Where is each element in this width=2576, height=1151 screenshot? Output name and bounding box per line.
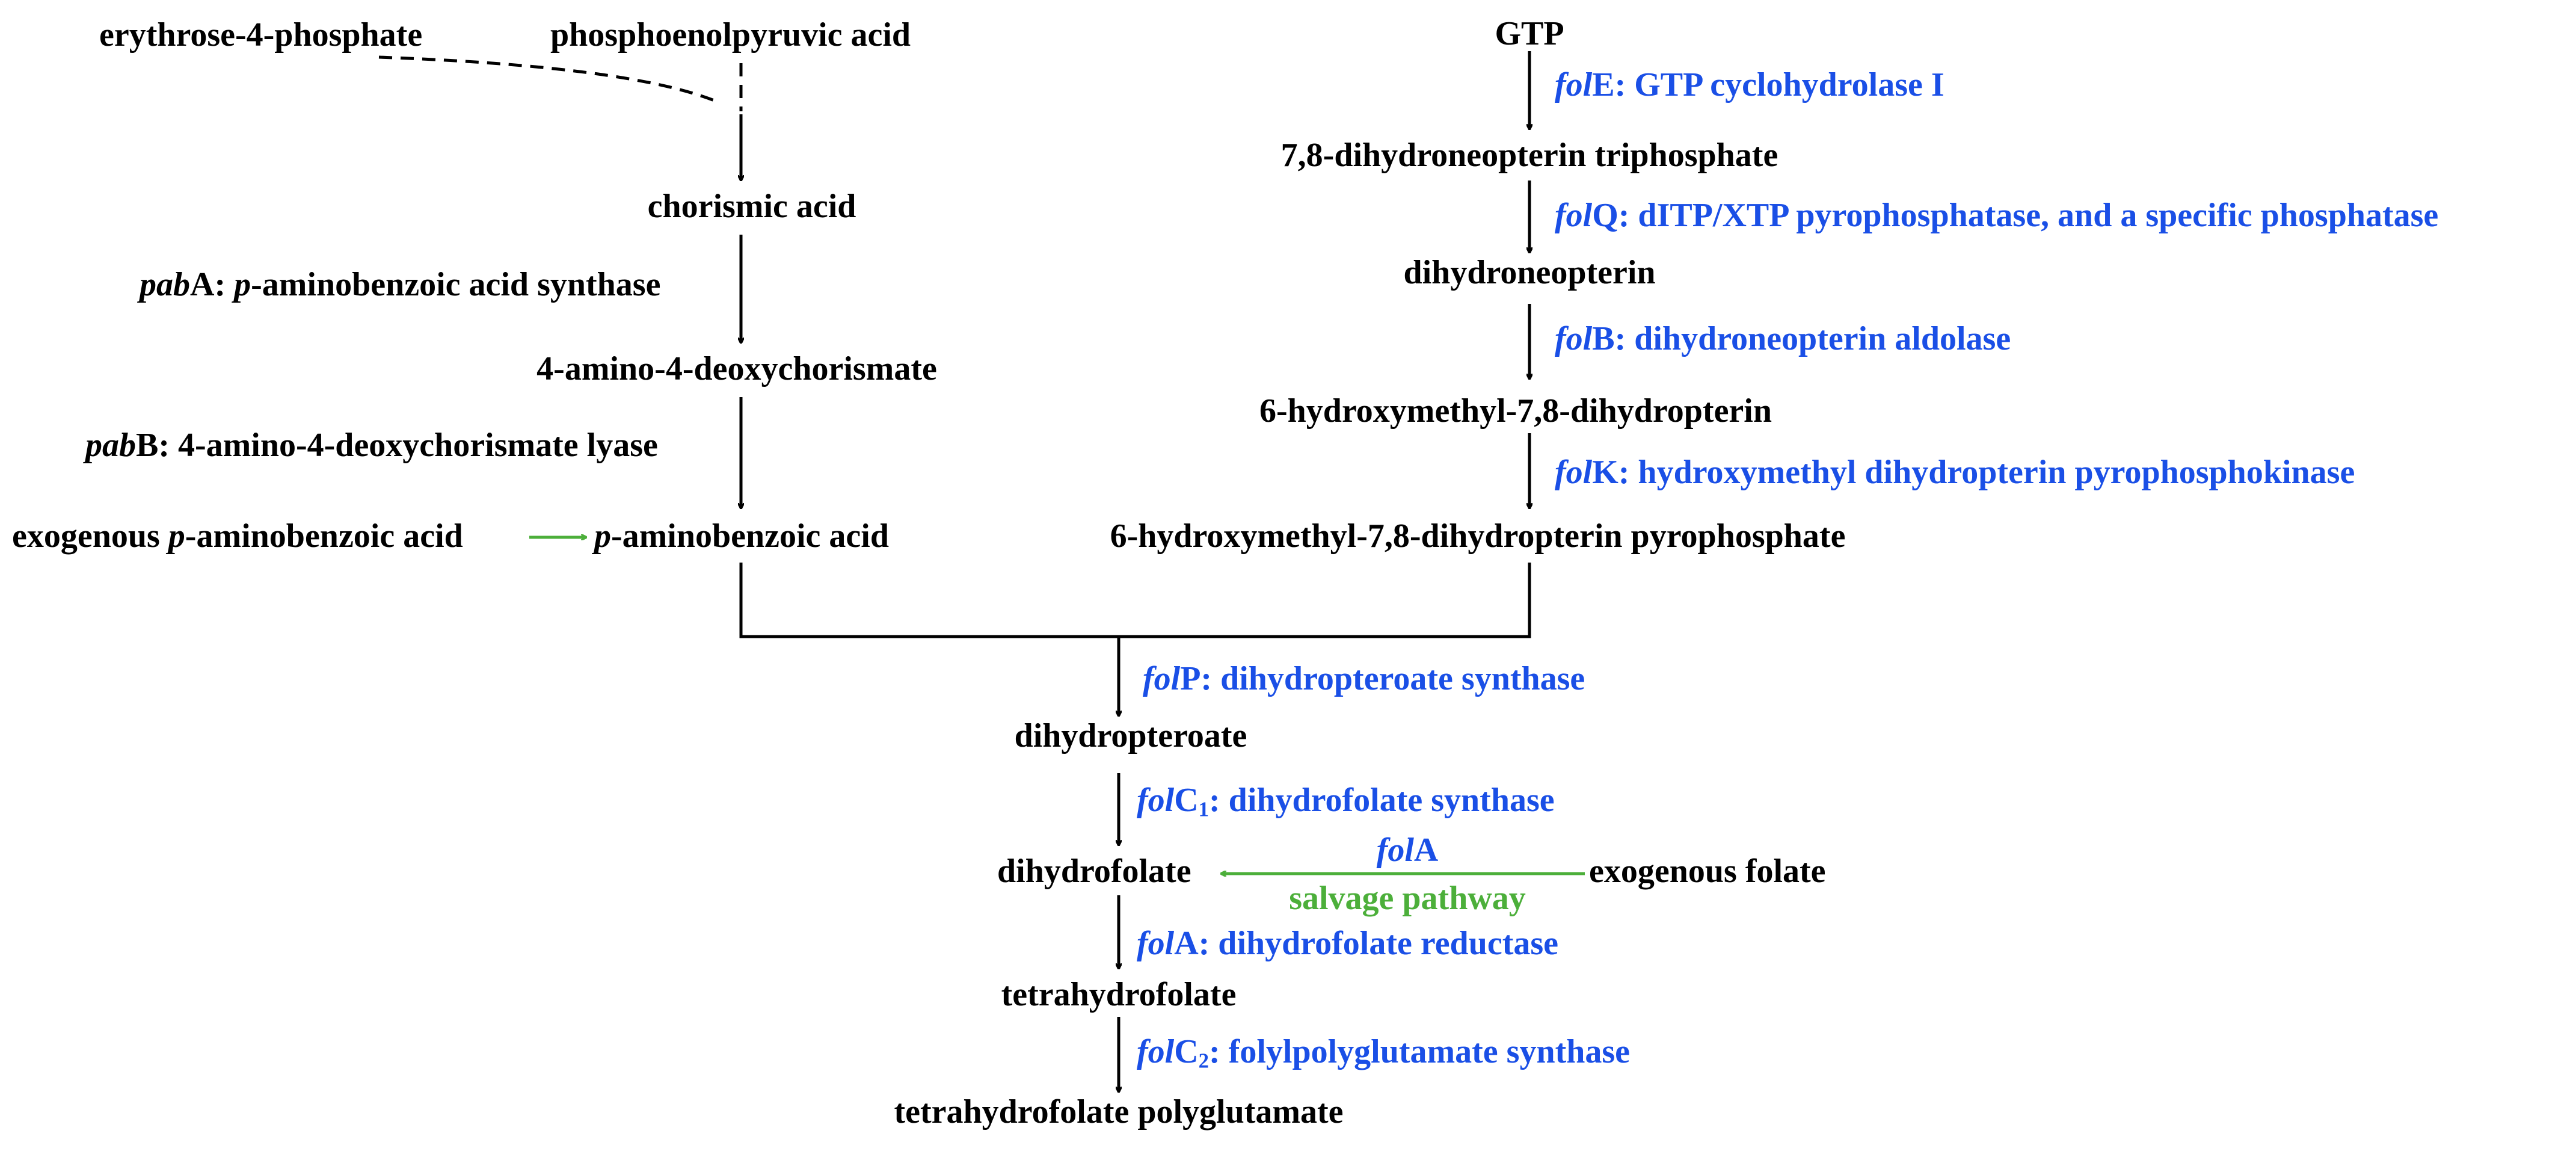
- enzyme-folE: folE: GTP cyclohydrolase I: [1555, 66, 1944, 103]
- gene-prefix: pab: [140, 266, 190, 303]
- enzyme-pabB: pabB: 4-amino-4-deoxychorismate lyase: [85, 427, 658, 464]
- node-tetrahydrofolate-polyglutamate: tetrahydrofolate polyglutamate: [894, 1093, 1344, 1131]
- node-erythrose-4-phosphate: erythrose-4-phosphate: [99, 16, 423, 54]
- enzyme-folK: folK: hydroxymethyl dihydropterin pyroph…: [1555, 454, 2355, 491]
- node-hydroxymethyl-dihydropterin: 6-hydroxymethyl-7,8-dihydropterin: [1259, 392, 1772, 430]
- node-dihydrofolate: dihydrofolate: [997, 853, 1191, 890]
- enzyme-folA-reductase: folA: dihydrofolate reductase: [1137, 925, 1558, 962]
- enzyme-folQ: folQ: dITP/XTP pyrophosphatase, and a sp…: [1555, 197, 2439, 234]
- node-chorismic-acid: chorismic acid: [647, 188, 856, 225]
- enzyme-folA-salvage: folA: [1376, 832, 1439, 869]
- enzyme-folP: folP: dihydropteroate synthase: [1143, 660, 1585, 697]
- node-dihydropteroate: dihydropteroate: [1014, 717, 1247, 754]
- enzyme-folB: folB: dihydroneopterin aldolase: [1555, 320, 2011, 357]
- node-phosphoenolpyruvic-acid: phosphoenolpyruvic acid: [550, 16, 911, 54]
- salvage-pathway-label: salvage pathway: [1289, 880, 1526, 917]
- node-dihydroneopterin: dihydroneopterin: [1403, 254, 1656, 291]
- node-tetrahydrofolate: tetrahydrofolate: [1001, 976, 1237, 1013]
- node-exogenous-folate: exogenous folate: [1589, 853, 1826, 890]
- dashed-merge-line: [378, 55, 719, 104]
- enzyme-folC2: folC2: folylpolyglutamate synthase: [1137, 1033, 1631, 1073]
- enzyme-folC1: folC1: dihydrofolate synthase: [1137, 782, 1555, 821]
- convergence-bracket: [739, 563, 1531, 638]
- node-4-amino-4-deoxychorismate: 4-amino-4-deoxychorismate: [536, 350, 937, 387]
- node-hydroxymethyl-dihydropterin-pyrophosphate: 6-hydroxymethyl-7,8-dihydropterin pyroph…: [1110, 517, 1846, 555]
- node-exogenous-paba: exogenous p-aminobenzoic acid: [12, 517, 463, 555]
- node-dihydroneopterin-triphosphate: 7,8-dihydroneopterin triphosphate: [1280, 137, 1778, 174]
- enzyme-pabA: pabA: p-aminobenzoic acid synthase: [140, 266, 661, 303]
- node-gtp: GTP: [1495, 15, 1564, 52]
- gene-prefix: pab: [85, 427, 136, 464]
- node-p-aminobenzoic-acid: p-aminobenzoic acid: [594, 517, 889, 555]
